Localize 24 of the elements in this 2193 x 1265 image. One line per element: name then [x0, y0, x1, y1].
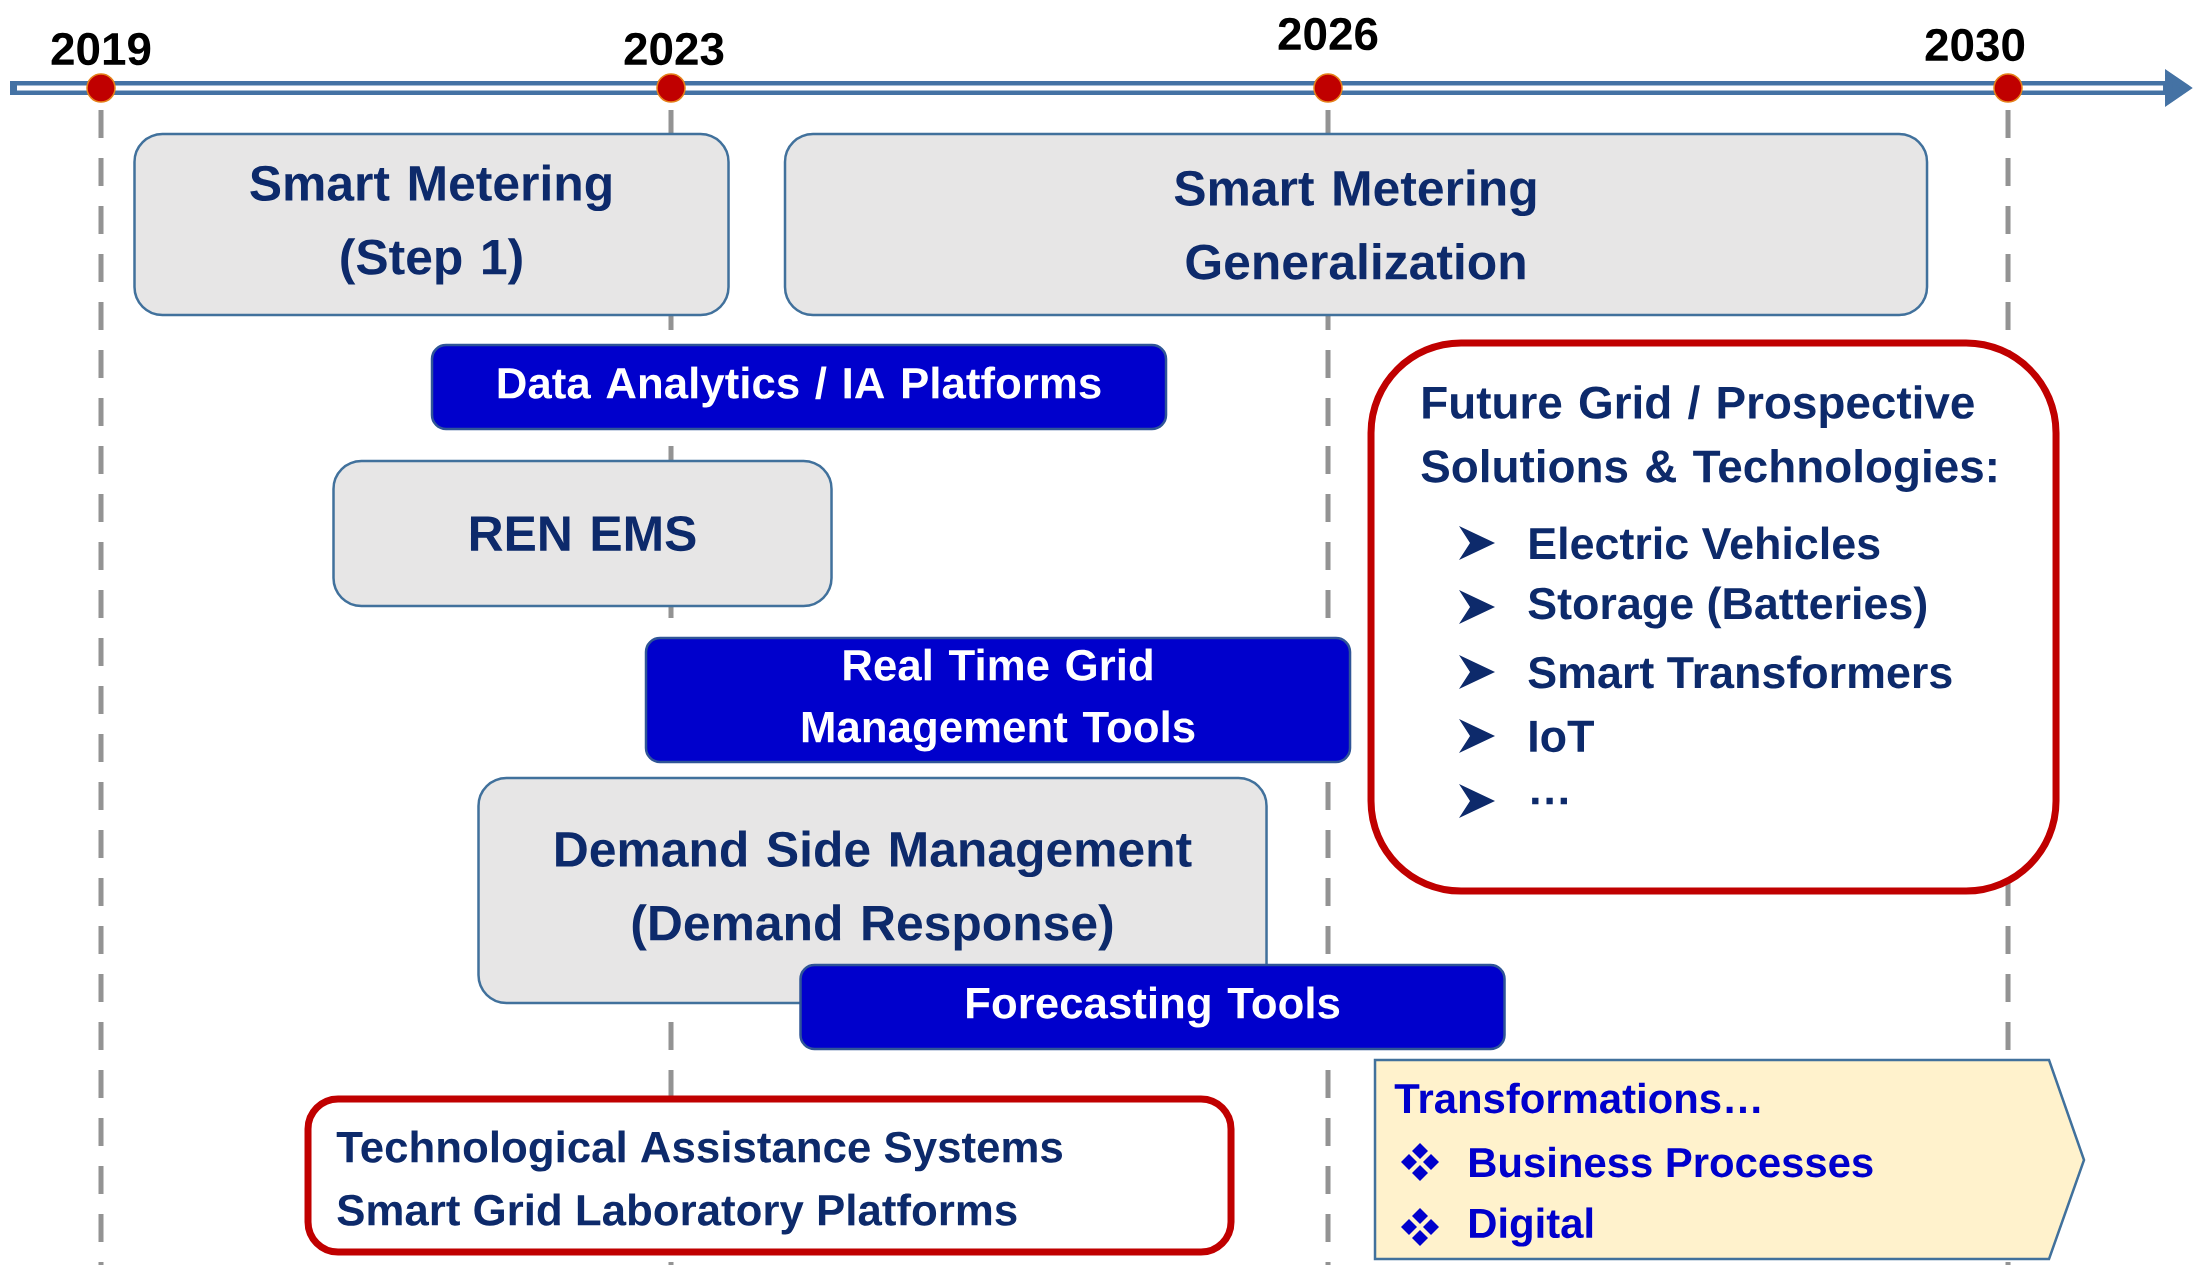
info-box — [304, 1095, 1235, 1256]
list-item: … — [1532, 797, 1567, 805]
year-label: 2023 — [624, 32, 724, 66]
list-item: Electric Vehicles — [1530, 526, 1880, 560]
list-item: IoT — [1530, 720, 1594, 753]
list-item: Technological Assistance Systems — [336, 1130, 1062, 1172]
info-box — [1367, 339, 2060, 895]
year-label: 2030 — [1925, 28, 2025, 62]
list-item: Business Processes — [1470, 1146, 1873, 1178]
tool-box: Real Time Grid Management Tools — [644, 636, 1352, 764]
list-item: Storage (Batteries) — [1528, 586, 1926, 629]
tool-box: Data Analytics / IA Platforms — [430, 343, 1168, 431]
phase-box: Smart Metering Generalization — [783, 132, 1929, 317]
transformation-arrow — [1373, 1058, 2086, 1261]
phase-box: Smart Metering (Step 1) — [133, 132, 730, 317]
list-item: Smart Transformers — [1528, 655, 1952, 689]
list-item: Digital — [1470, 1207, 1593, 1247]
year-label: 2026 — [1278, 17, 1378, 51]
year-label: 2019 — [51, 32, 151, 66]
box-heading: Future Grid / Prospective Solutions & Technologies: — [1421, 385, 1996, 492]
phase-box: REN EMS — [332, 459, 833, 608]
tool-box: Forecasting Tools — [799, 963, 1506, 1051]
box-heading: Transformations… — [1394, 1082, 1760, 1114]
list-item: Smart Grid Laboratory Platforms — [337, 1193, 1017, 1235]
